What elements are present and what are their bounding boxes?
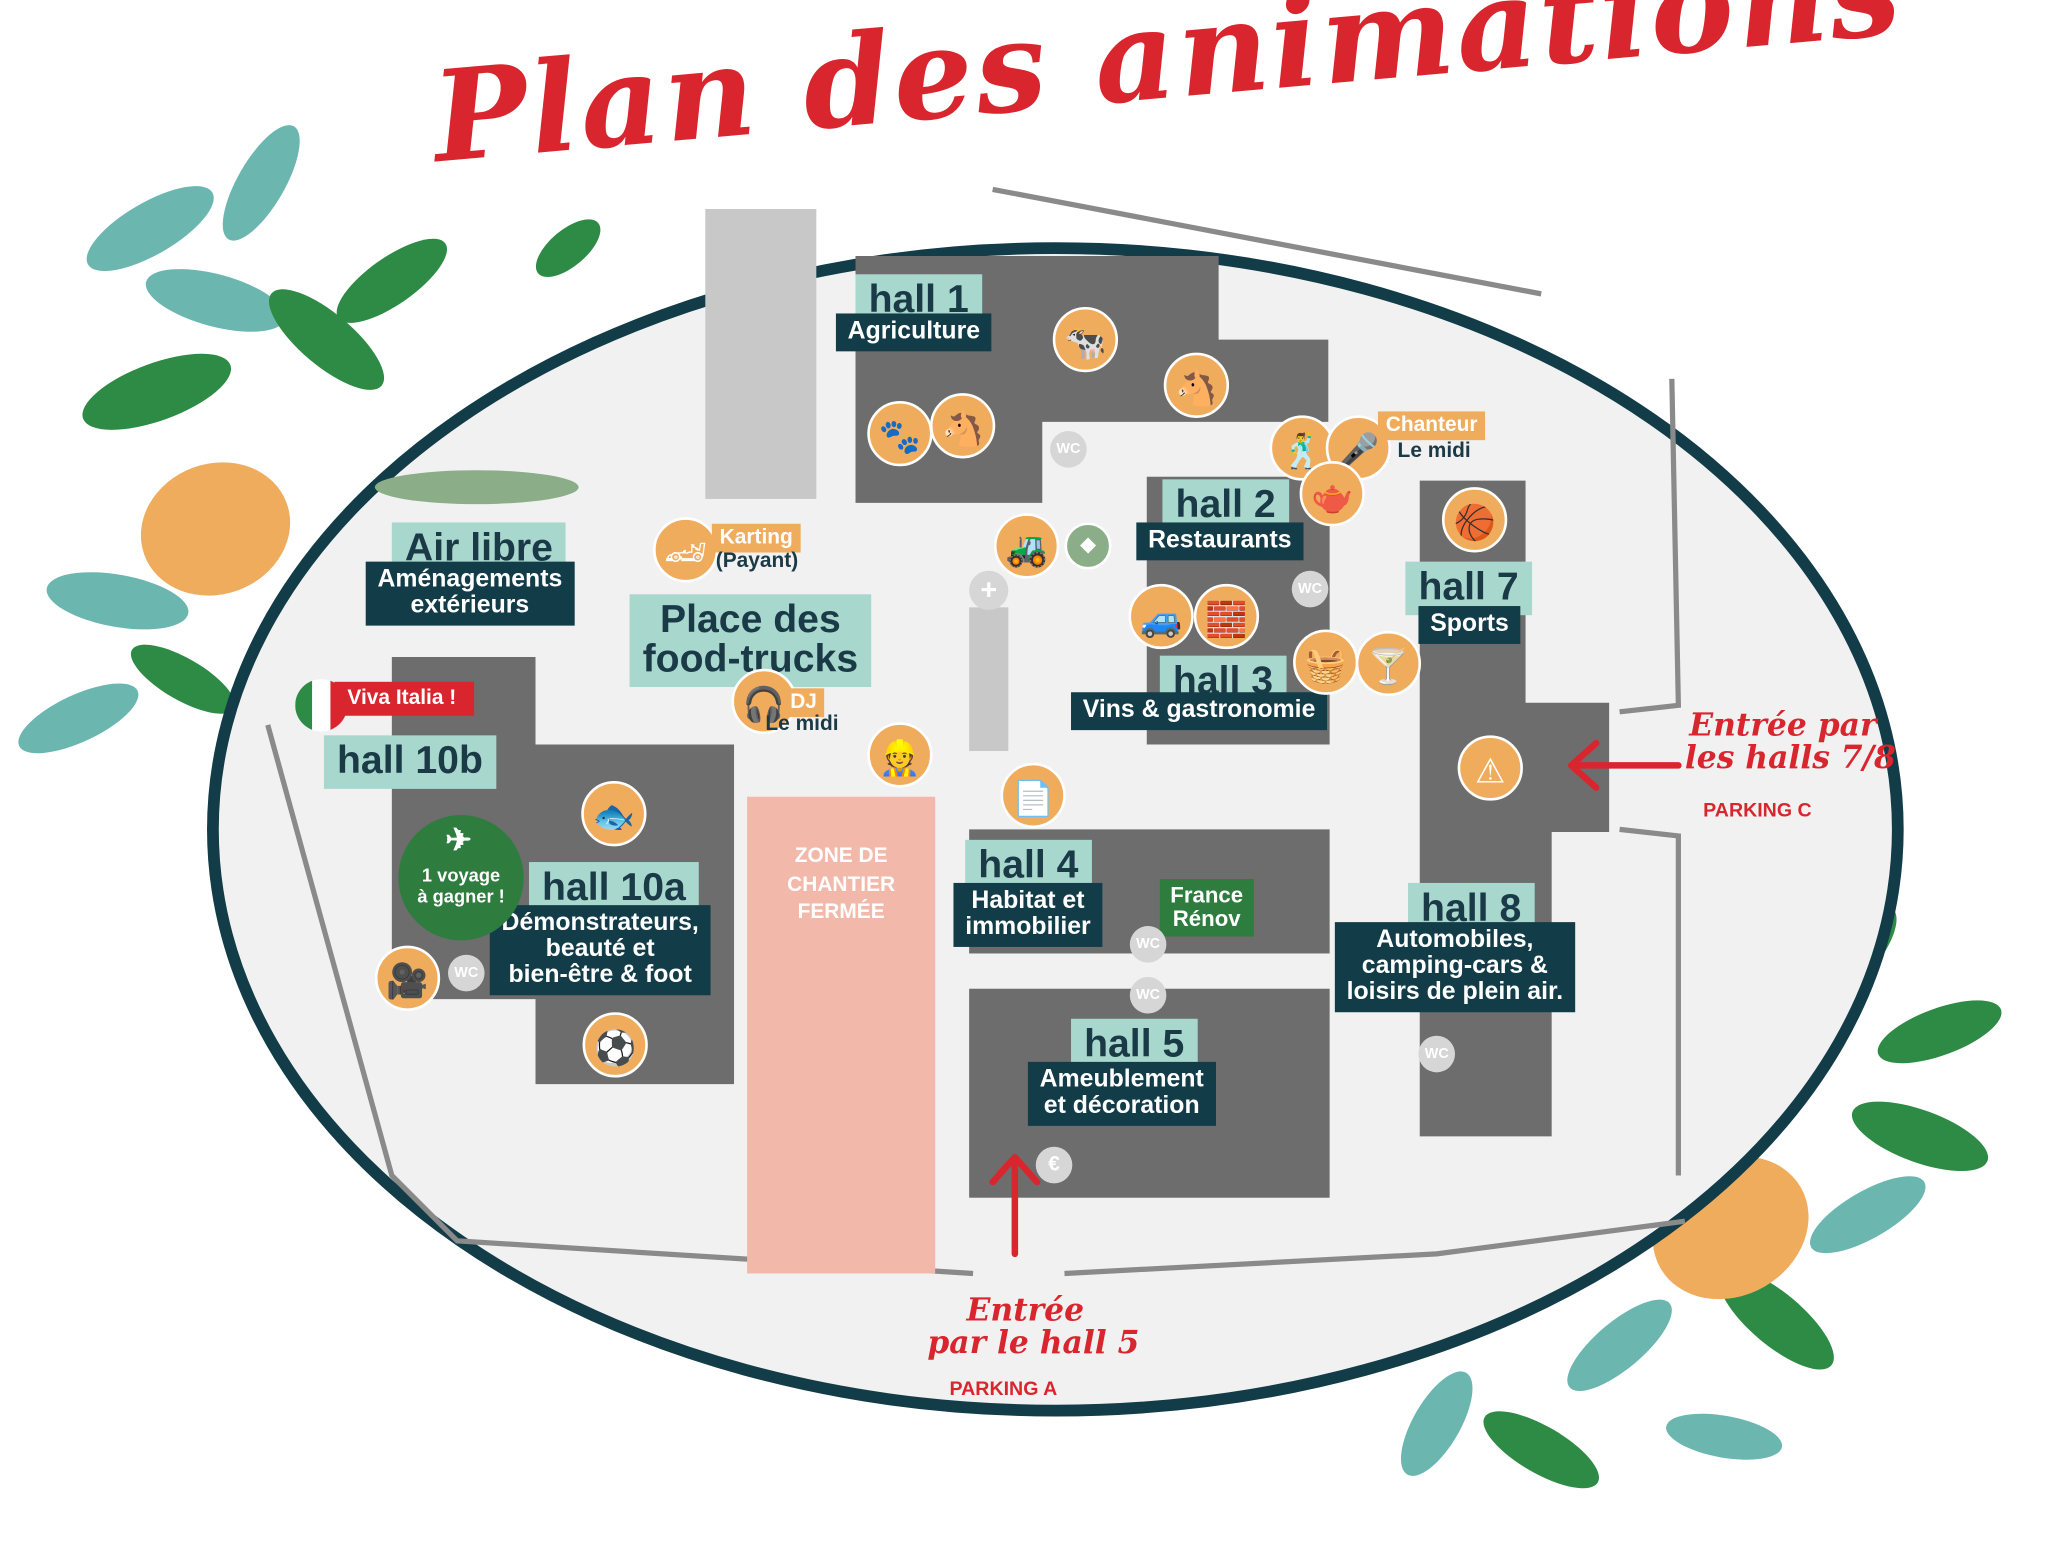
france-renov-line-1: France <box>1170 882 1244 908</box>
plant-icon: ◆ <box>1064 522 1112 570</box>
horse-icon: 🐴 <box>1163 352 1230 418</box>
wc-icon: WC <box>1129 976 1167 1014</box>
document-icon: 📄 <box>1000 762 1066 829</box>
camera-icon: 🎥 <box>374 945 441 1011</box>
air-libre-sub-line-2: extérieurs <box>410 591 530 620</box>
lego-icon: 🧱 <box>1193 583 1260 650</box>
entrance-halls78-line-2: les halls 7/8 <box>1684 738 1896 777</box>
hall-4-theme-line-1: Habitat et <box>971 886 1085 915</box>
kart-icon: 🏎 <box>653 517 719 583</box>
basket-icon: 🧺 <box>1293 629 1359 695</box>
fish-icon: 🐟 <box>581 781 647 847</box>
hall-5-theme-line-1: Ameublement <box>1039 1065 1204 1094</box>
site-boundary <box>265 186 1686 1277</box>
chanteur-time: Le midi <box>1397 440 1471 463</box>
car-icon: 🚙 <box>1128 583 1194 650</box>
wc-icon: WC <box>1418 1035 1456 1073</box>
entrance-hall5-line-1: Entrée <box>966 1290 1085 1329</box>
hall-8-theme-line-3: loisirs de plein air. <box>1346 978 1564 1006</box>
dj-time: Le midi <box>765 713 839 736</box>
entrance-arrows <box>989 739 1682 1258</box>
construction-zone <box>747 796 936 1274</box>
karting-price: (Payant) <box>715 549 799 573</box>
voyage-line-2: à gagner ! <box>417 885 505 907</box>
football-icon: ⚽ <box>582 1012 648 1078</box>
zone-line-3: FERMÉE <box>797 901 885 924</box>
green-space <box>374 470 579 505</box>
hall-4-theme: Habitat et immobilier <box>953 882 1103 947</box>
zone-line-1: ZONE DE <box>794 845 888 868</box>
viva-italia-label: Viva Italia ! <box>334 681 475 716</box>
hall-5-theme-line-2: et décoration <box>1043 1091 1200 1120</box>
hall-10a-theme: Démonstrateurs, beauté et bien-être & fo… <box>489 905 711 996</box>
air-libre-sub: Aménagements extérieurs <box>365 561 575 626</box>
cocktail-icon: 🍸 <box>1355 630 1422 697</box>
hall-10b-label: hall 10b <box>323 735 496 789</box>
wc-icon: WC <box>447 954 485 992</box>
euro-icon: € <box>1035 1146 1073 1184</box>
parking-a-label: PARKING A <box>949 1377 1058 1401</box>
worker-icon: 👷 <box>867 722 933 788</box>
hall-8-theme-line-1: Automobiles, <box>1376 926 1534 954</box>
warning-icon: ⚠ <box>1457 735 1523 801</box>
plane-icon: ✈ <box>445 822 472 859</box>
hall-4-theme-line-2: immobilier <box>965 912 1091 941</box>
hall-7-theme: Sports <box>1418 606 1521 644</box>
entrance-hall5-text: Entrée par le hall 5 <box>927 1290 1140 1362</box>
wc-icon: WC <box>1129 926 1167 963</box>
paw-icon: 🐾 <box>867 400 933 467</box>
hall-10a-theme-line-1: Démonstrateurs, <box>501 909 699 937</box>
zone-line-2: CHANTIER <box>787 873 896 896</box>
wc-icon: WC <box>1050 431 1087 468</box>
tractor-icon: 🚜 <box>993 513 1060 579</box>
foliage-top-left <box>18 125 601 754</box>
voyage-badge: ✈ 1 voyage à gagner ! <box>398 815 524 941</box>
parking-c-label: PARKING C <box>1703 799 1812 822</box>
entrance-halls78-line-1: Entrée par <box>1689 705 1877 744</box>
entrance-hall5-line-2: par le hall 5 <box>927 1323 1140 1362</box>
venue-ring <box>207 242 1904 1417</box>
basketball-icon: 🏀 <box>1441 487 1508 553</box>
hall-8-theme-line-2: camping-cars & <box>1361 952 1548 980</box>
voyage-line-1: 1 voyage <box>421 864 501 886</box>
entrance-halls78-text: Entrée par les halls 7/8 <box>1684 705 1896 777</box>
hall-8-theme: Automobiles, camping-cars & loisirs de p… <box>1334 922 1575 1012</box>
air-libre-sub-line-1: Aménagements <box>377 565 563 593</box>
construction-zone-label: ZONE DE CHANTIER FERMÉE <box>750 842 933 927</box>
france-renov-badge: France Rénov <box>1159 879 1254 937</box>
annex-building <box>705 208 817 499</box>
hall-2-theme: Restaurants <box>1136 522 1304 561</box>
hall-3-theme: Vins & gastronomie <box>1071 692 1328 731</box>
hall-5-theme: Ameublement et décoration <box>1027 1061 1216 1126</box>
chanteur-label: Chanteur <box>1377 411 1486 441</box>
donkey-icon: 🐴 <box>929 393 996 459</box>
wc-icon: WC <box>1291 570 1329 608</box>
teapot-icon: 🫖 <box>1299 461 1365 527</box>
first-aid-icon: + <box>969 570 1009 610</box>
hall-10a-theme-line-2: beauté et <box>545 935 655 963</box>
france-renov-line-2: Rénov <box>1172 906 1241 932</box>
food-trucks-line-1: Place des <box>659 598 841 642</box>
cow-icon: 🐄 <box>1052 306 1119 373</box>
hall-1-theme: Agriculture <box>835 313 992 352</box>
hall-10a-theme-line-3: bien-être & foot <box>508 961 692 989</box>
kiosk-building <box>969 607 1009 752</box>
dj-label: DJ <box>782 688 825 718</box>
karting-label: Karting <box>711 523 801 553</box>
